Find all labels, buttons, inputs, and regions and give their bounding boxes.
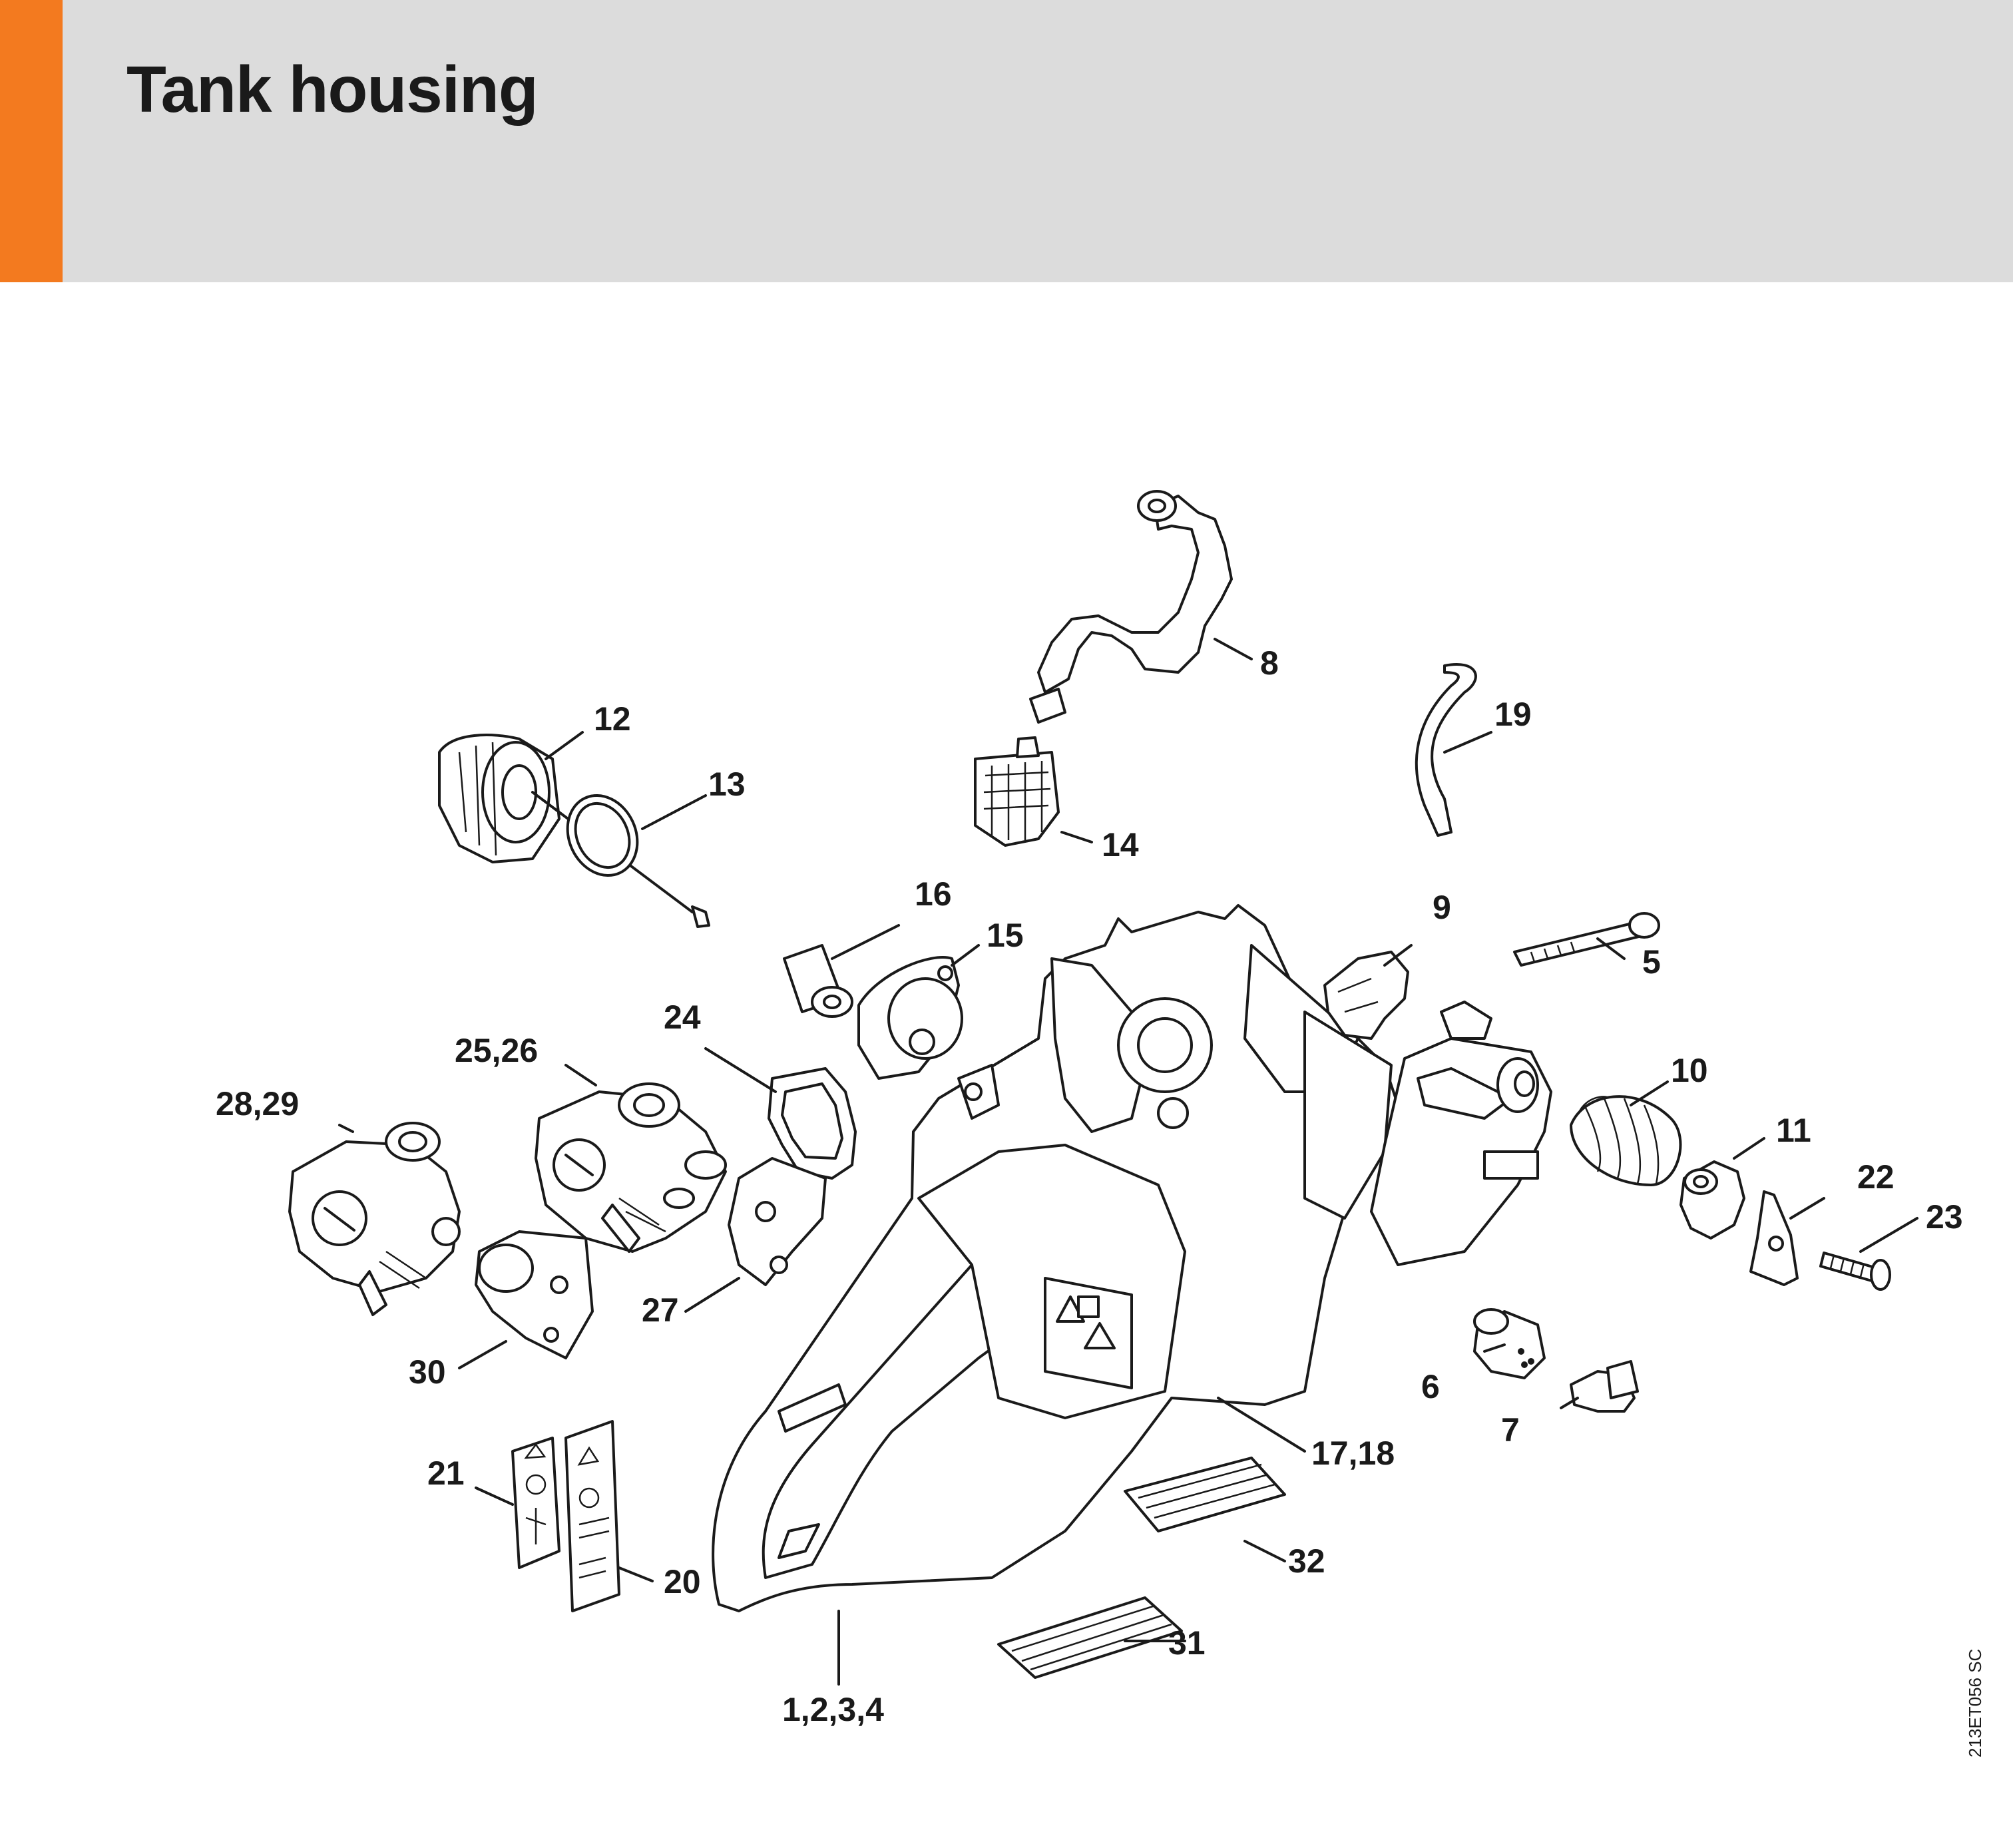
carburetor-a-part (535, 1082, 727, 1253)
figure-reference-code: 213ET056 SC (1965, 1648, 1985, 1757)
callout-21: 21 (427, 1455, 465, 1492)
exploded-parts-diagram: 1,2,3,4 5 6 7 8 9 10 11 12 13 14 15 16 1… (216, 490, 1963, 1728)
callout-14: 14 (1102, 826, 1139, 863)
hose-part (1415, 663, 1477, 837)
o-ring-part (566, 794, 639, 877)
callout-27: 27 (642, 1291, 679, 1329)
grommet-part (1473, 1308, 1546, 1379)
callout-9: 9 (1433, 889, 1451, 926)
spring-part (1570, 1095, 1682, 1186)
callout-25-26: 25,26 (455, 1032, 538, 1069)
callout-13: 13 (708, 766, 746, 803)
callout-12: 12 (594, 700, 631, 738)
callout-15: 15 (987, 917, 1024, 954)
callout-7: 7 (1501, 1411, 1520, 1449)
fuel-cap-part (1323, 951, 1409, 1040)
fuel-hose-part (1029, 490, 1233, 724)
label-21-part (511, 1437, 560, 1569)
screw-part (1819, 1252, 1891, 1291)
tank-housing-part (712, 904, 1552, 1612)
manifold-part (475, 1230, 594, 1359)
callout-23: 23 (1926, 1198, 1963, 1236)
callout-28-29: 28,29 (216, 1085, 299, 1122)
adjusting-screw-part (1513, 912, 1660, 967)
callout-1-2-3-4: 1,2,3,4 (782, 1691, 884, 1728)
leader-lines (338, 638, 1918, 1686)
callout-6: 6 (1421, 1368, 1440, 1405)
callout-22: 22 (1857, 1158, 1895, 1196)
plug-part (1570, 1360, 1639, 1413)
sleeve-part (783, 944, 853, 1018)
callout-labels: 1,2,3,4 5 6 7 8 9 10 11 12 13 14 15 16 1… (216, 644, 1963, 1728)
spacer-part (728, 1157, 827, 1286)
callout-11: 11 (1776, 1112, 1811, 1149)
cover-part (857, 956, 963, 1080)
carburetor-b-part (288, 1122, 461, 1316)
pickup-body-part (974, 736, 1060, 847)
callout-30: 30 (409, 1353, 446, 1391)
callout-31: 31 (1168, 1624, 1206, 1662)
strip-32-part (1124, 1457, 1286, 1532)
plate-part (1749, 1190, 1799, 1286)
callout-10: 10 (1671, 1052, 1708, 1089)
ring-nut-part (1679, 1160, 1745, 1240)
page-title: Tank housing (126, 53, 539, 126)
callout-16: 16 (915, 875, 952, 913)
label-20-part (564, 1420, 620, 1612)
header-bar (0, 0, 2013, 282)
callout-17-18: 17,18 (1311, 1435, 1395, 1472)
callout-20: 20 (664, 1563, 701, 1600)
accent-strip (0, 0, 63, 282)
callout-32: 32 (1288, 1542, 1325, 1580)
callout-24: 24 (664, 999, 701, 1036)
gasket-part (768, 1067, 857, 1180)
callout-5: 5 (1642, 943, 1661, 981)
strip-31-part (997, 1596, 1183, 1679)
callout-19: 19 (1494, 696, 1532, 733)
callout-8: 8 (1260, 644, 1279, 682)
